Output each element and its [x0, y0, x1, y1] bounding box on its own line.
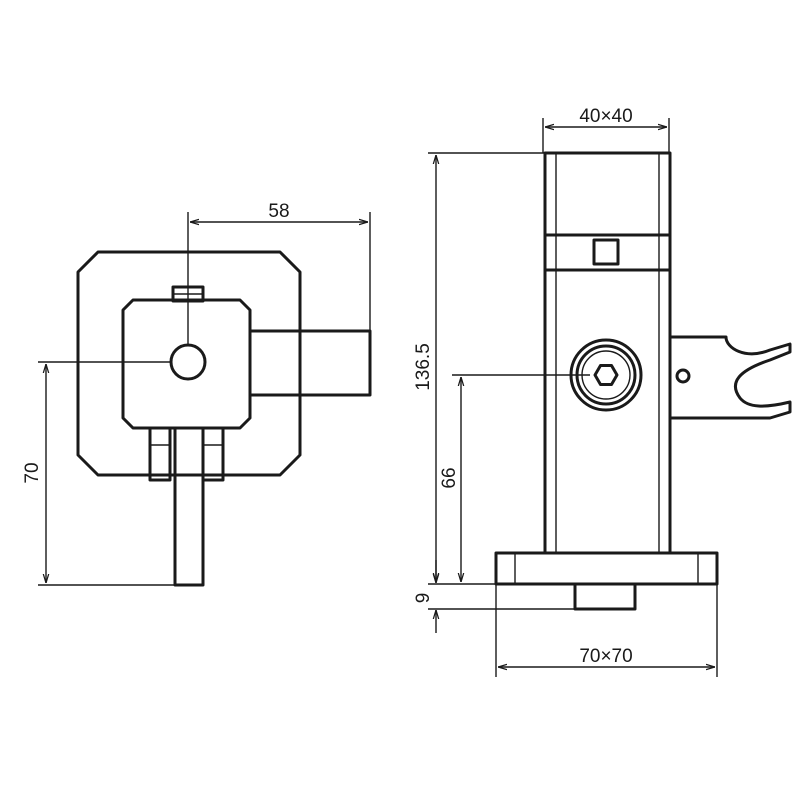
- dim-label-40x40: 40×40: [579, 106, 632, 127]
- shower-holder: [668, 335, 792, 420]
- dim-label-9: 9: [413, 593, 434, 604]
- side-view: 40×40 136.5 66 9 70×70: [413, 106, 792, 677]
- front-view: 58 70: [22, 201, 372, 587]
- dim-label-70: 70: [22, 462, 43, 483]
- outlet-pipe: [173, 426, 205, 587]
- selector-button: [592, 238, 620, 266]
- valve-body: [121, 298, 252, 430]
- dim-label-66: 66: [439, 467, 460, 488]
- dim-label-70x70: 70×70: [579, 646, 632, 667]
- handle-lever: [248, 329, 372, 397]
- dim-label-136-5: 136.5: [413, 343, 434, 391]
- wall-plate: [76, 250, 302, 477]
- hex-bolt: [593, 364, 619, 386]
- holder-screw: [675, 368, 691, 384]
- base-plate: [494, 551, 719, 586]
- column: [543, 151, 672, 555]
- dim-label-58: 58: [268, 201, 289, 222]
- spindle-circle: [169, 343, 207, 381]
- bottom-spigot: [573, 582, 637, 611]
- lower-nut-right: [201, 426, 225, 482]
- lower-nut-left: [148, 426, 172, 482]
